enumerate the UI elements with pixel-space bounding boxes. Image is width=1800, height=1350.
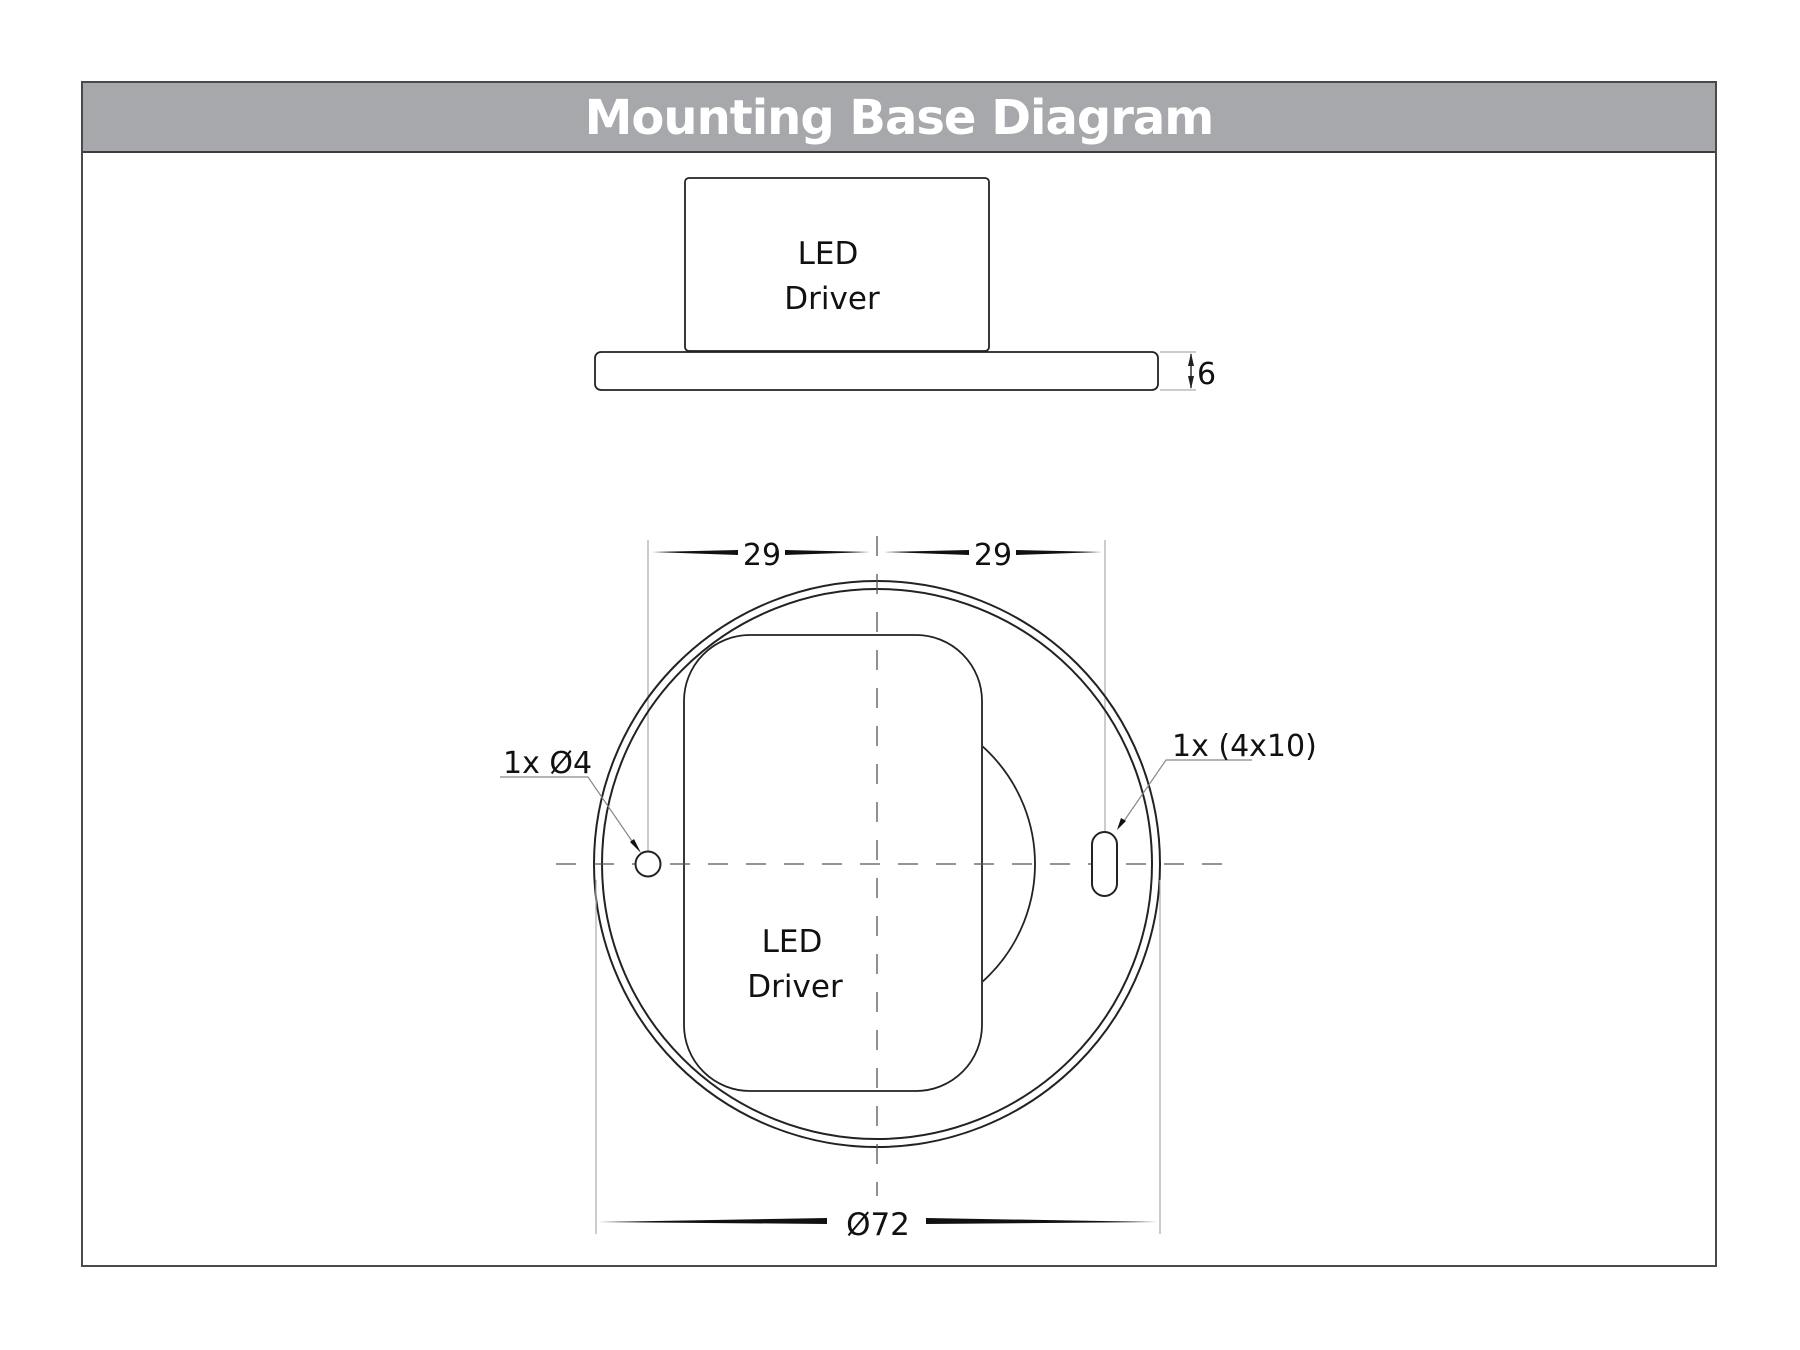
slot-callout-label: 1x (4x10) [1172, 729, 1317, 764]
side-view: LED Driver 6 [594, 177, 1216, 392]
boss-arc [983, 745, 1036, 983]
hole-callout: 1x Ø4 [500, 746, 641, 853]
diameter-dimension: Ø72 [595, 880, 1161, 1243]
thickness-label: 6 [1197, 357, 1216, 392]
top-led-driver-box [683, 634, 983, 1092]
diameter-label: Ø72 [846, 1207, 910, 1243]
top-driver-label-line2: Driver [747, 969, 843, 1005]
side-driver-label-line2: Driver [784, 281, 880, 317]
side-led-driver-box [684, 177, 990, 352]
slot-callout: 1x (4x10) [1117, 729, 1317, 830]
leader-arrow-icon [630, 839, 641, 853]
top-driver-label-line1: LED [762, 924, 823, 960]
arrow-down-icon [1188, 376, 1194, 389]
mounting-slot [1091, 831, 1118, 897]
page-title: Mounting Base Diagram [584, 90, 1215, 146]
diagram-frame: Mounting Base Diagram [81, 81, 1717, 1267]
offset-dimension-left: 29 [652, 538, 870, 573]
top-view: 29 29 LED Driver [500, 536, 1317, 1243]
leader-arrow-icon [1117, 818, 1126, 830]
hole-callout-label: 1x Ø4 [503, 746, 592, 781]
thickness-dimension: 6 [1160, 351, 1216, 392]
offset-dimension-right: 29 [884, 538, 1102, 573]
left-offset-label: 29 [743, 538, 781, 573]
header-band: Mounting Base Diagram [83, 83, 1715, 153]
right-offset-label: 29 [974, 538, 1012, 573]
arrow-up-icon [1188, 353, 1194, 366]
side-base-plate [594, 351, 1159, 391]
side-driver-label-line1: LED [798, 236, 859, 272]
mounting-hole [634, 850, 662, 878]
